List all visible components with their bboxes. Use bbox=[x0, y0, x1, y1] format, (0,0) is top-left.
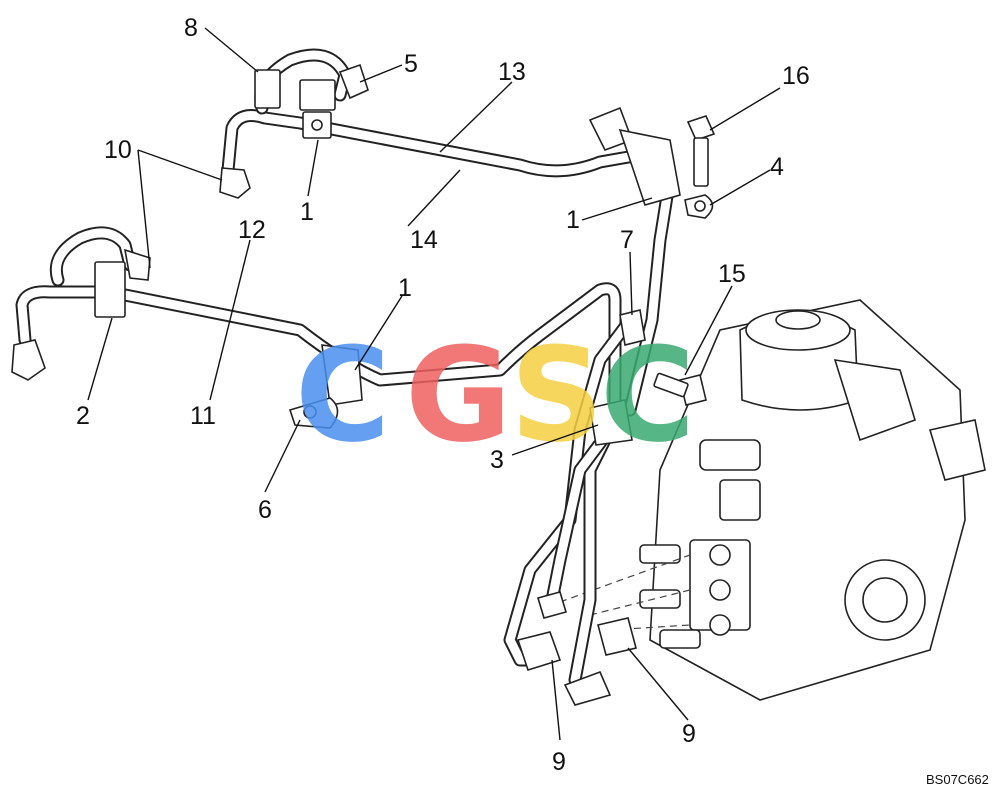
callout-16: 16 bbox=[782, 62, 810, 90]
bolt-15 bbox=[653, 372, 707, 406]
callout-4: 4 bbox=[770, 153, 784, 181]
callout-14: 14 bbox=[410, 226, 438, 254]
callout-labels: 8 5 13 16 10 4 1 1 12 14 7 15 1 2 11 3 6… bbox=[76, 14, 810, 776]
injection-pump bbox=[639, 299, 986, 701]
watermark: C G S C bbox=[295, 319, 695, 471]
callout-2: 2 bbox=[76, 402, 90, 430]
callout-7: 7 bbox=[620, 226, 634, 254]
reference-code: BS07C662 bbox=[926, 772, 989, 787]
callout-10: 10 bbox=[104, 136, 132, 164]
callout-3: 3 bbox=[490, 446, 504, 474]
callout-1-right: 1 bbox=[566, 206, 580, 234]
watermark-letter: G bbox=[405, 319, 512, 471]
callout-9-right: 9 bbox=[682, 720, 696, 748]
callout-9-left: 9 bbox=[552, 748, 566, 776]
callout-13: 13 bbox=[498, 58, 526, 86]
callout-8: 8 bbox=[184, 14, 198, 42]
callout-12: 12 bbox=[238, 216, 266, 244]
callout-6: 6 bbox=[258, 496, 272, 524]
watermark-letter: C bbox=[600, 319, 695, 471]
bolt-16 bbox=[686, 115, 716, 187]
callout-15: 15 bbox=[718, 260, 746, 288]
upper-injection-tubes bbox=[219, 48, 714, 417]
callout-11: 11 bbox=[190, 402, 216, 430]
leader-lines bbox=[87, 27, 781, 741]
callout-1-upper: 1 bbox=[300, 198, 314, 226]
callout-1-middle: 1 bbox=[398, 274, 412, 302]
callout-5: 5 bbox=[404, 50, 418, 78]
lower-injection-tubes bbox=[11, 226, 646, 706]
watermark-letter: S bbox=[510, 319, 604, 471]
watermark-letter: C bbox=[295, 319, 390, 471]
